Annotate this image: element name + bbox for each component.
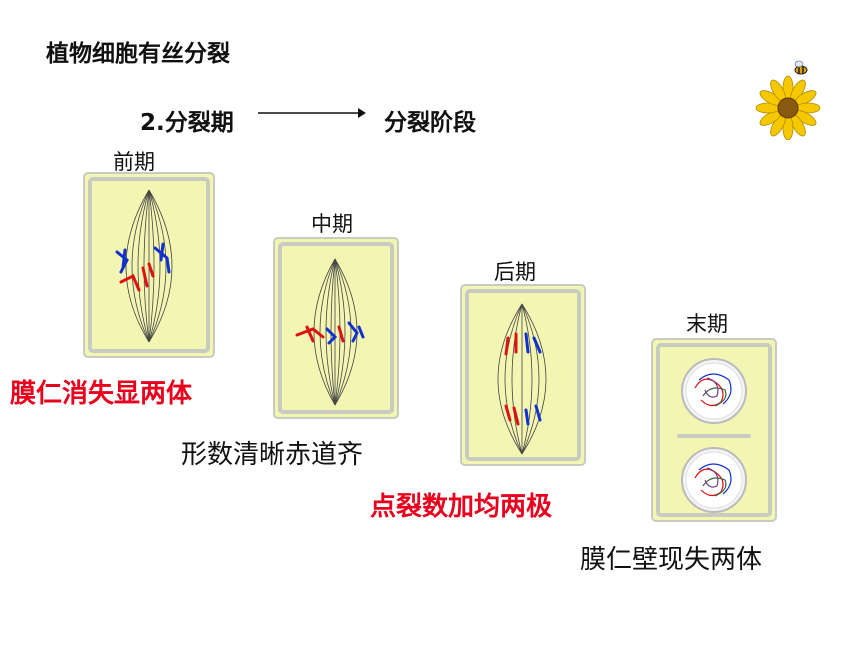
- mnemonic-prophase: 膜仁消失显两体: [10, 379, 193, 409]
- subtitle-right: 分裂阶段: [384, 110, 476, 136]
- arrow-icon: [258, 108, 366, 118]
- bee-icon: [794, 60, 808, 75]
- stage-label-prophase: 前期: [113, 150, 155, 174]
- cell-telophase: [651, 338, 777, 522]
- mnemonic-telophase: 膜仁壁现失两体: [580, 545, 763, 575]
- stage-label-metaphase: 中期: [311, 212, 353, 236]
- mnemonic-anaphase: 点裂数加均两极: [370, 492, 553, 522]
- cell-metaphase: [273, 237, 399, 419]
- stage-label-anaphase: 后期: [494, 260, 536, 284]
- daughter-nucleus-bottom: [681, 447, 747, 513]
- page-title: 植物细胞有丝分裂: [46, 41, 230, 67]
- cell-prophase: [83, 172, 215, 358]
- stage-label-telophase: 末期: [686, 312, 728, 336]
- mnemonic-metaphase: 形数清晰赤道齐: [181, 440, 364, 470]
- subtitle-left: 2.分裂期: [140, 110, 234, 136]
- cell-anaphase: [460, 284, 586, 466]
- daughter-nucleus-top: [681, 358, 747, 424]
- flower-icon: [755, 60, 821, 140]
